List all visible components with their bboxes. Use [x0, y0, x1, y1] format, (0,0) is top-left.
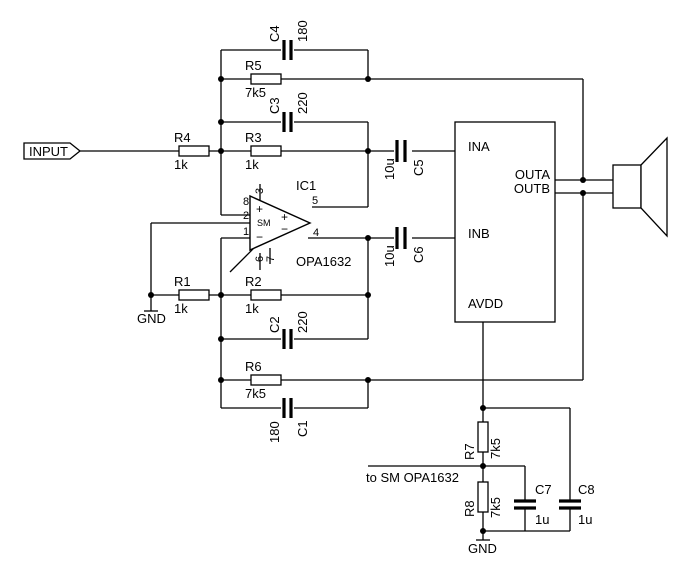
c2-value: 220	[295, 311, 310, 333]
capacitor-c7: C7 1u	[514, 482, 552, 527]
resistor-r8: R8 7k5	[462, 481, 503, 518]
capacitor-c2: C2 220	[267, 311, 310, 349]
r2-ref: R2	[245, 274, 262, 289]
amp-outa: OUTA	[515, 167, 550, 182]
ic1-part: OPA1632	[296, 254, 351, 269]
c1-value: 180	[267, 421, 282, 443]
ic1-pin-7: 7	[265, 256, 277, 262]
speaker-icon	[612, 136, 668, 238]
r6-ref: R6	[245, 359, 262, 374]
c5-ref: C5	[411, 159, 426, 176]
amplifier-block: INA INB AVDD OUTA OUTB	[454, 121, 556, 323]
c4-value: 180	[295, 20, 310, 42]
r4-ref: R4	[174, 130, 191, 145]
c6-value: 10u	[382, 245, 397, 267]
r7-value: 7k5	[488, 438, 503, 459]
ic1-plus-in: +	[256, 202, 263, 216]
capacitor-c6: 10u C6	[382, 227, 426, 267]
amp-avdd: AVDD	[468, 296, 503, 311]
r3-value: 1k	[245, 157, 259, 172]
c8-value: 1u	[578, 512, 592, 527]
ic1-pin-6: 6	[254, 256, 266, 262]
resistor-r3: R3 1k	[245, 130, 282, 172]
resistor-r2: R2 1k	[245, 274, 282, 316]
r3-ref: R3	[245, 130, 262, 145]
ic1-plus-out: +	[281, 210, 288, 224]
ic1-pin-4: 4	[313, 227, 319, 239]
c3-value: 220	[295, 92, 310, 114]
c7-ref: C7	[535, 482, 552, 497]
capacitor-c4: C4 180	[267, 20, 310, 60]
capacitor-c8: C8 1u	[559, 482, 595, 527]
ic1-pin-1: 1	[243, 226, 249, 238]
r1-ref: R1	[174, 274, 191, 289]
c8-ref: C8	[578, 482, 595, 497]
input-port: INPUT	[23, 142, 82, 160]
amp-ina: INA	[468, 139, 490, 154]
amp-outb: OUTB	[514, 181, 550, 196]
opamp-ic1: + − SM + − 8 2 1 3 5 4 6 7 IC1 OPA1632	[243, 178, 351, 269]
r8-ref: R8	[462, 500, 477, 517]
r5-value: 7k5	[245, 85, 266, 100]
ic1-pin-2: 2	[243, 210, 249, 222]
resistor-r6: R6 7k5	[245, 359, 282, 401]
ic1-minus-in: −	[256, 230, 263, 244]
resistor-r1: R1 1k	[174, 274, 210, 316]
r4-value: 1k	[174, 157, 188, 172]
c2-ref: C2	[267, 316, 282, 333]
r7-ref: R7	[462, 443, 477, 460]
r8-value: 7k5	[488, 497, 503, 518]
c4-ref: C4	[267, 25, 282, 42]
capacitor-c5: 10u C5	[382, 140, 426, 180]
to-sm-label: to SM OPA1632	[366, 470, 459, 485]
ic1-sm-label: SM	[257, 218, 271, 228]
amp-inb: INB	[468, 226, 490, 241]
ic1-minus-out: −	[281, 222, 288, 236]
ic1-pin-8: 8	[243, 196, 249, 208]
c5-value: 10u	[382, 158, 397, 180]
c1-ref: C1	[295, 420, 310, 437]
c6-ref: C6	[411, 246, 426, 263]
capacitor-c3: C3 220	[267, 92, 310, 132]
input-label: INPUT	[29, 144, 68, 159]
resistor-r7: R7 7k5	[462, 421, 503, 460]
r2-value: 1k	[245, 301, 259, 316]
wires	[80, 49, 613, 541]
c3-ref: C3	[267, 97, 282, 114]
r6-value: 7k5	[245, 386, 266, 401]
r5-ref: R5	[245, 58, 262, 73]
resistor-r5: R5 7k5	[245, 58, 282, 100]
capacitor-c1: 180 C1	[267, 398, 310, 443]
resistor-r4: R4 1k	[174, 130, 210, 172]
ic1-pin-3: 3	[254, 188, 266, 194]
r1-value: 1k	[174, 301, 188, 316]
junctions	[148, 76, 586, 534]
c7-value: 1u	[535, 512, 549, 527]
ic1-ref: IC1	[296, 178, 316, 193]
ic1-pin-5: 5	[312, 195, 318, 207]
gnd-left-label: GND	[137, 311, 166, 326]
gnd-bottom-label: GND	[468, 541, 497, 556]
